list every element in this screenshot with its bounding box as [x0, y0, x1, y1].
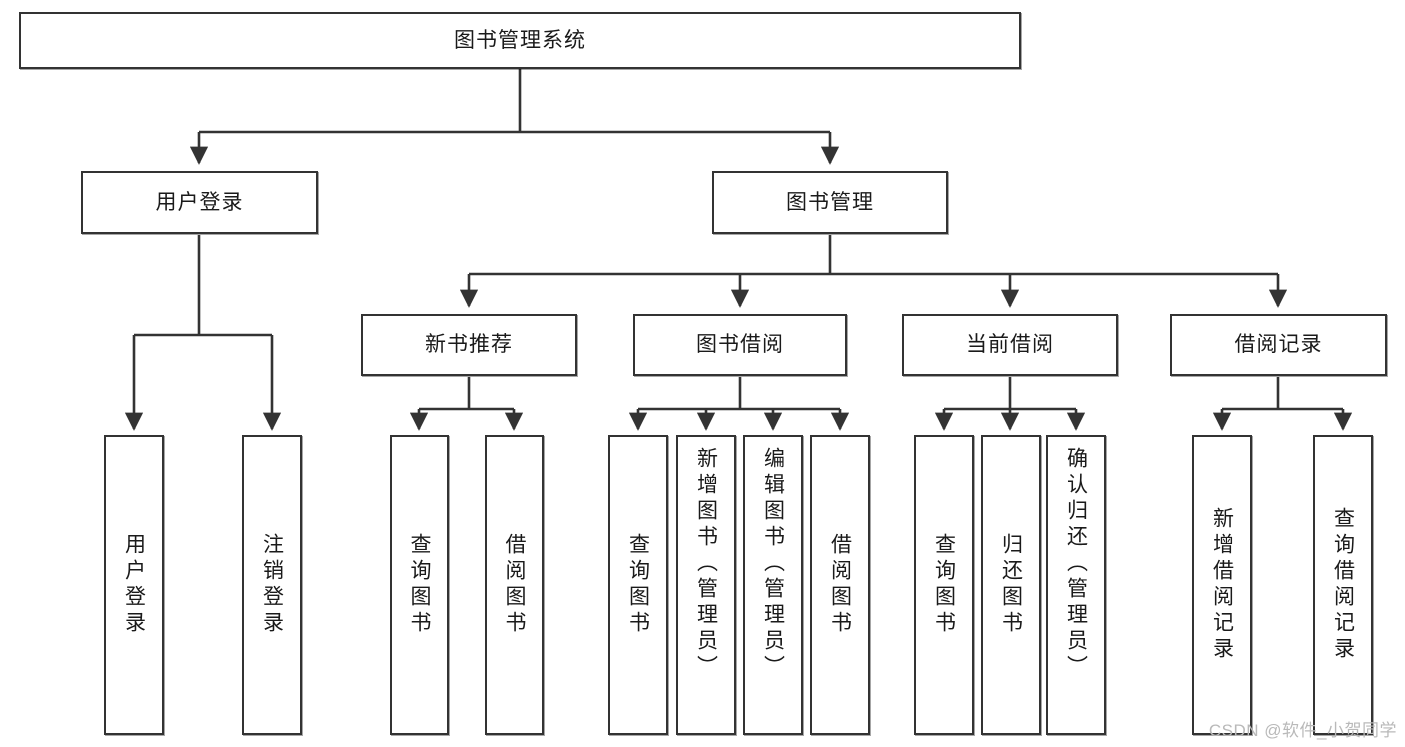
leaf-borrow-record-add-record[interactable]: 新增借阅记录 [1192, 435, 1252, 735]
node-new-book-recommendation[interactable]: 新书推荐 [361, 314, 577, 376]
leaf-current-borrow-return-book[interactable]: 归还图书 [981, 435, 1041, 735]
node-borrowing-record[interactable]: 借阅记录 [1170, 314, 1387, 376]
leaf-current-borrow-confirm-return-admin[interactable]: 确认归还（管理员） [1046, 435, 1106, 735]
node-book-management[interactable]: 图书管理 [712, 171, 948, 234]
leaf-borrow-record-query-record[interactable]: 查询借阅记录 [1313, 435, 1373, 735]
node-root-book-management-system[interactable]: 图书管理系统 [19, 12, 1021, 69]
leaf-user-login-signin[interactable]: 用户登录 [104, 435, 164, 735]
csdn-watermark: CSDN @软件_小贺同学 [1208, 721, 1397, 740]
leaf-new-book-borrow-book[interactable]: 借阅图书 [485, 435, 544, 735]
leaf-new-book-query-book[interactable]: 查询图书 [390, 435, 449, 735]
leaf-book-borrow-edit-book-admin[interactable]: 编辑图书（管理员） [743, 435, 803, 735]
node-book-borrowing[interactable]: 图书借阅 [633, 314, 847, 376]
leaf-book-borrow-add-book-admin[interactable]: 新增图书（管理员） [676, 435, 736, 735]
leaf-book-borrow-query-book[interactable]: 查询图书 [608, 435, 668, 735]
node-user-login[interactable]: 用户登录 [81, 171, 318, 234]
node-current-borrowing[interactable]: 当前借阅 [902, 314, 1118, 376]
leaf-current-borrow-query-book[interactable]: 查询图书 [914, 435, 974, 735]
leaf-user-login-signout[interactable]: 注销登录 [242, 435, 302, 735]
leaf-book-borrow-borrow-book[interactable]: 借阅图书 [810, 435, 870, 735]
